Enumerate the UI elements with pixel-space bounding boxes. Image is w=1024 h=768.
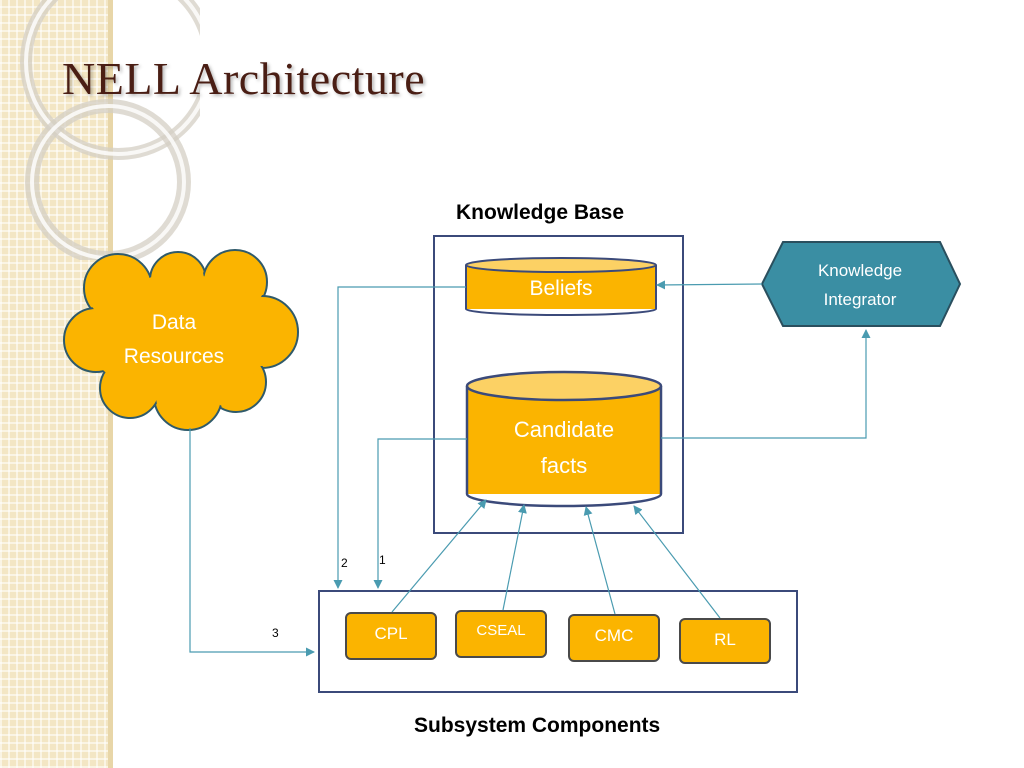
data-resources-label: Data Resources <box>96 306 252 374</box>
component-cpl: CPL <box>345 612 437 660</box>
flow-arrow-cseal-to-candidates <box>502 504 527 611</box>
flow-arrow-candidates-to-integrator <box>661 329 871 439</box>
component-cmc: CMC <box>568 614 660 662</box>
beliefs-label: Beliefs <box>529 277 593 300</box>
flow-arrow-rl-to-candidates <box>633 505 721 619</box>
candidate-facts-label-line-2: facts <box>540 453 588 478</box>
beliefs-cylinder <box>465 257 657 316</box>
knowledge-integrator-label: Knowledge Integrator <box>780 256 940 314</box>
component-cseal: CSEAL <box>455 610 547 658</box>
flow-label-1: 1 <box>379 553 386 567</box>
subsystem-components-heading: Subsystem Components <box>414 714 661 737</box>
knowledge-integrator-label-line-2: Integrator <box>823 290 897 309</box>
candidate-facts-cylinder <box>465 370 663 508</box>
knowledge-base-box <box>433 235 684 534</box>
component-rl: RL <box>679 618 771 664</box>
data-resources-label-line-1: Data <box>151 311 197 334</box>
flow-arrow-integrator-to-beliefs <box>656 280 763 290</box>
candidate-facts-label: Candidate facts <box>468 412 660 484</box>
slide-title: NELL Architecture <box>62 53 426 104</box>
flow-arrow-beliefs-to-components <box>333 286 466 589</box>
flow-label-3: 3 <box>272 626 279 640</box>
knowledge-integrator-label-line-1: Knowledge <box>817 261 903 280</box>
flow-arrow-data-resources-to-components <box>189 428 315 657</box>
candidate-facts-label-line-1: Candidate <box>513 417 615 442</box>
flow-arrow-cmc-to-candidates <box>583 506 616 615</box>
flow-arrow-candidates-to-components <box>373 438 467 589</box>
flow-arrow-cpl-to-candidates <box>391 499 487 613</box>
flow-label-2: 2 <box>341 556 348 570</box>
knowledge-base-heading: Knowledge Base <box>456 201 625 224</box>
subsystem-components-box <box>318 590 798 693</box>
data-resources-cloud-shape <box>63 249 299 431</box>
data-resources-label-line-2: Resources <box>123 345 225 368</box>
